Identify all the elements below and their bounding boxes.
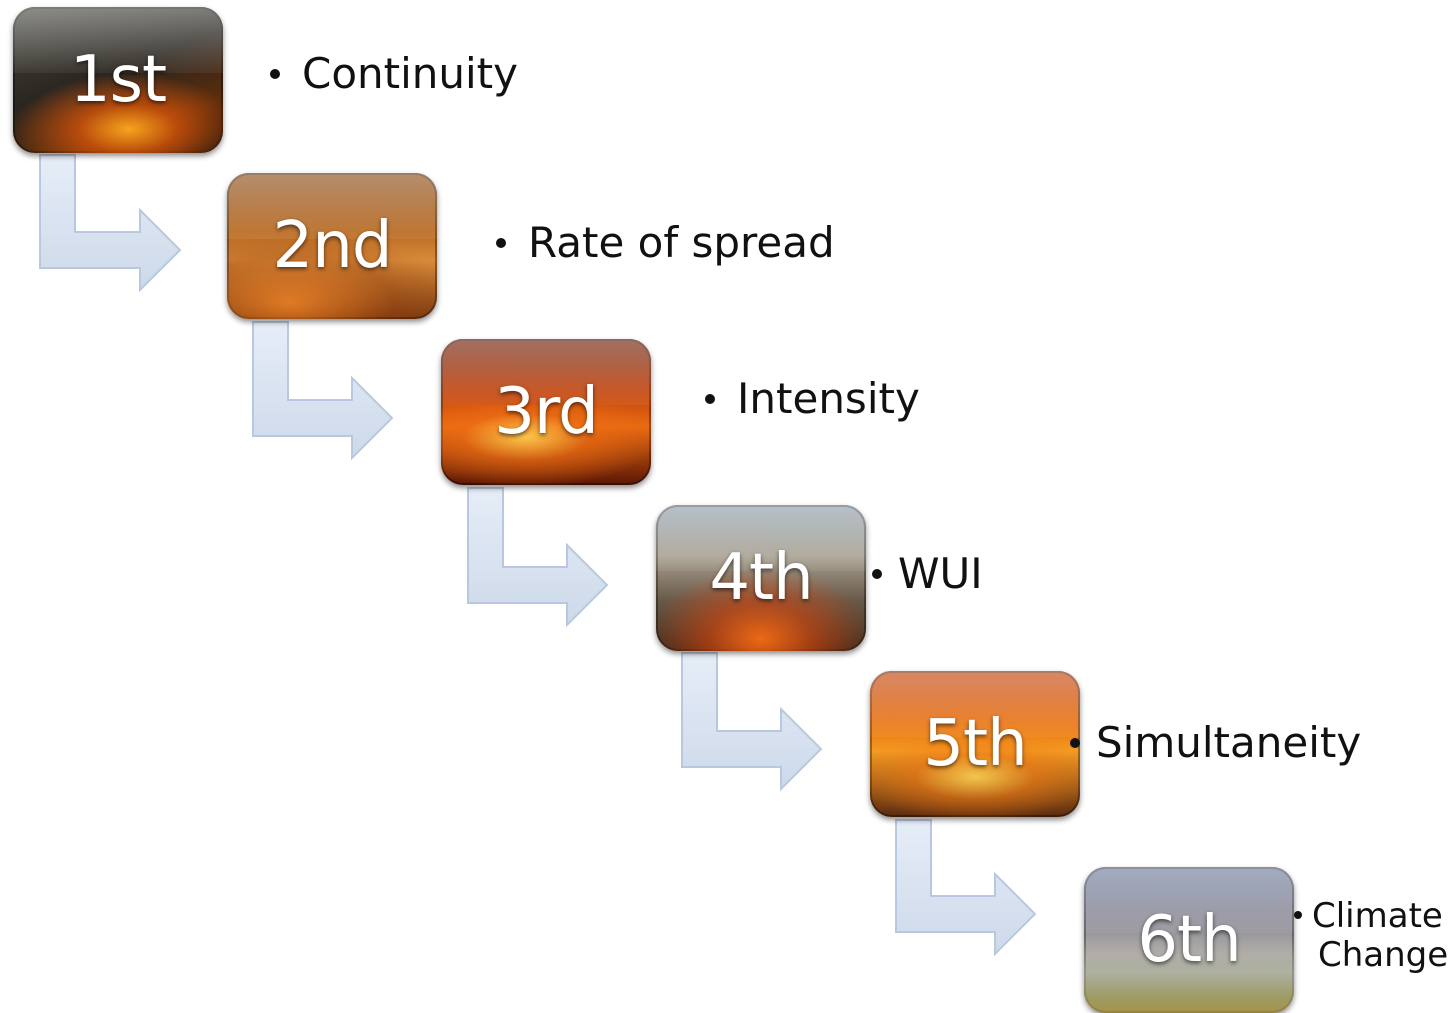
step-card-2: 2nd xyxy=(227,173,437,319)
bent-arrow-icon xyxy=(895,819,1037,957)
bullet-dot-icon xyxy=(705,393,715,404)
step-description-5: Simultaneity xyxy=(1070,718,1361,767)
step-label: 4th xyxy=(709,541,813,615)
step-card-1: 1st xyxy=(13,7,223,153)
bullet-dot-icon xyxy=(872,568,882,579)
bent-arrow-icon xyxy=(39,154,182,293)
step-description-3: Intensity xyxy=(705,374,920,423)
bullet-dot-icon xyxy=(1070,737,1080,748)
bullet-dot-icon xyxy=(1294,910,1302,919)
step-label: 6th xyxy=(1137,903,1241,977)
step-label: 1st xyxy=(69,43,167,117)
step-card-4: 4th xyxy=(656,505,866,651)
bent-arrow-icon xyxy=(467,487,609,628)
step-label: 5th xyxy=(923,707,1027,781)
bent-arrow-icon xyxy=(252,321,394,461)
step-description-2: Rate of spread xyxy=(496,218,835,267)
step-label: 3rd xyxy=(494,375,599,449)
bullet-dot-icon xyxy=(270,68,280,79)
bullet-dot-icon xyxy=(496,237,506,248)
step-description-6: Climate Change xyxy=(1294,896,1448,975)
step-description-1: Continuity xyxy=(270,49,518,98)
step-description-4: WUI xyxy=(872,549,983,598)
bent-arrow-icon xyxy=(681,652,823,792)
step-card-3: 3rd xyxy=(441,339,651,485)
step-card-5: 5th xyxy=(870,671,1080,817)
step-card-6: 6th xyxy=(1084,867,1294,1013)
step-label: 2nd xyxy=(272,209,393,283)
